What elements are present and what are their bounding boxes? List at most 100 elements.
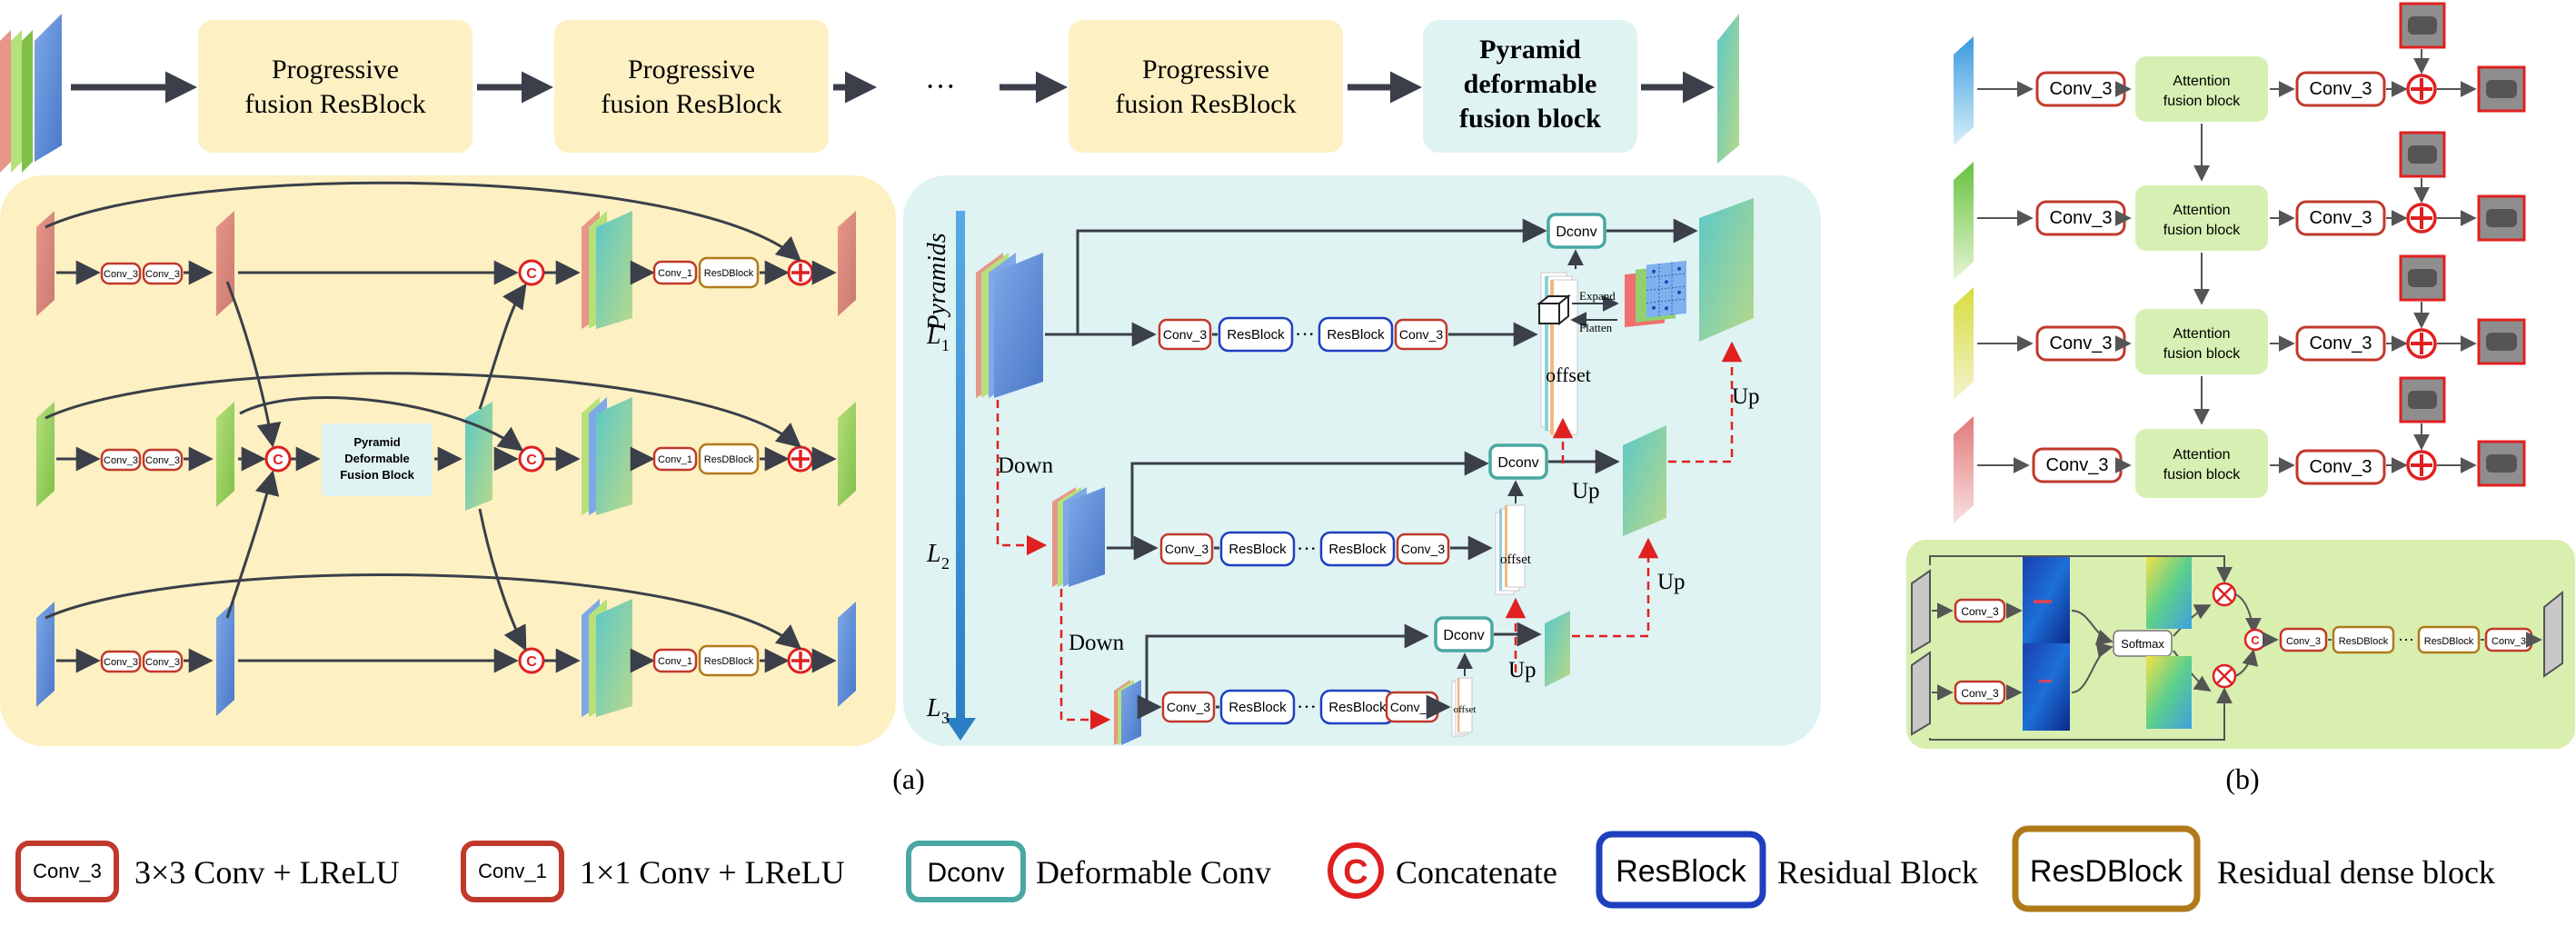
svg-text:Conv_3: Conv_3 bbox=[145, 455, 180, 466]
svg-text:Conv_3: Conv_3 bbox=[104, 269, 138, 280]
offset-label: offset bbox=[1546, 363, 1591, 386]
svg-text:Up: Up bbox=[1657, 570, 1686, 594]
svg-text:Conv_3: Conv_3 bbox=[1165, 542, 1208, 556]
legend-dconv: Dconv Deformable Conv bbox=[906, 841, 1271, 902]
svg-text:Conv_3: Conv_3 bbox=[2050, 79, 2113, 99]
down-label: Down bbox=[998, 453, 1054, 478]
attention-row-1: Conv_3 Attention fusion block Conv_3 bbox=[1954, 2, 2526, 145]
svg-text:ResBlock: ResBlock bbox=[1327, 327, 1385, 343]
svg-text:Conv_3: Conv_3 bbox=[2310, 208, 2372, 228]
svg-text:C: C bbox=[526, 266, 537, 282]
svg-text:C: C bbox=[1343, 853, 1368, 891]
svg-text:fusion block: fusion block bbox=[2163, 94, 2241, 109]
svg-text:3×3 Conv + LReLU: 3×3 Conv + LReLU bbox=[134, 854, 400, 891]
svg-text:Conv_1: Conv_1 bbox=[658, 656, 692, 667]
block-label: fusion block bbox=[1459, 104, 1601, 134]
svg-text:Conv_3: Conv_3 bbox=[145, 657, 180, 668]
svg-text:1: 1 bbox=[941, 336, 950, 354]
svg-text:Conv_1: Conv_1 bbox=[478, 860, 547, 882]
svg-text:Conv_1: Conv_1 bbox=[658, 454, 692, 465]
svg-text:Up: Up bbox=[1508, 658, 1537, 682]
svg-text:Conv_3: Conv_3 bbox=[1167, 700, 1210, 714]
svg-text:Deformable: Deformable bbox=[344, 452, 410, 465]
svg-text:L: L bbox=[926, 540, 941, 568]
block-label: fusion ResBlock bbox=[244, 89, 425, 119]
svg-text:Conv_3: Conv_3 bbox=[1961, 605, 1999, 618]
svg-text:Attention: Attention bbox=[2173, 203, 2230, 218]
block-label: Progressive bbox=[628, 55, 755, 85]
svg-text:Attention: Attention bbox=[2173, 74, 2230, 89]
block-label: Pyramid bbox=[1479, 35, 1581, 65]
svg-text:ResDBlock: ResDBlock bbox=[2424, 636, 2474, 647]
legend-resdblock: ResDBlock Residual dense block bbox=[2012, 825, 2495, 912]
svg-text:···: ··· bbox=[2398, 631, 2414, 649]
svg-text:ResBlock: ResBlock bbox=[1616, 854, 1747, 889]
svg-text:Up: Up bbox=[1572, 479, 1600, 503]
svg-text:Conv_3: Conv_3 bbox=[2046, 455, 2109, 475]
svg-text:Dconv: Dconv bbox=[927, 858, 1004, 888]
svg-text:Dconv: Dconv bbox=[1556, 224, 1596, 240]
svg-text:Expand: Expand bbox=[1579, 289, 1616, 303]
svg-text:Conv_3: Conv_3 bbox=[2310, 79, 2372, 99]
svg-text:Concatenate: Concatenate bbox=[1396, 854, 1557, 891]
svg-text:Attention: Attention bbox=[2173, 326, 2230, 342]
legend-resblock: ResBlock Residual Block bbox=[1596, 831, 1978, 909]
svg-text:3: 3 bbox=[941, 709, 950, 727]
svg-text:Conv_3: Conv_3 bbox=[145, 269, 180, 280]
attention-fusion-panel: Conv_3 Attention fusion block Conv_3 Con… bbox=[1954, 2, 2526, 523]
svg-text:ResDBlock: ResDBlock bbox=[2030, 854, 2183, 889]
svg-text:ResBlock: ResBlock bbox=[1228, 542, 1287, 557]
pyramids-label: Pyramids bbox=[923, 233, 951, 331]
expanded-offset-grids bbox=[1625, 260, 1686, 328]
svg-text:ResBlock: ResBlock bbox=[1328, 700, 1387, 715]
svg-text:fusion block: fusion block bbox=[2163, 467, 2241, 483]
svg-text:1×1 Conv + LReLU: 1×1 Conv + LReLU bbox=[580, 854, 845, 891]
svg-text:Residual dense block: Residual dense block bbox=[2217, 854, 2495, 891]
legend-concatenate: C Concatenate bbox=[1328, 842, 1557, 899]
svg-text:Dconv: Dconv bbox=[1443, 628, 1484, 643]
svg-text:···: ··· bbox=[1297, 695, 1317, 718]
svg-text:offset: offset bbox=[1500, 553, 1532, 567]
svg-text:Conv_3: Conv_3 bbox=[2050, 334, 2113, 353]
svg-text:ResDBlock: ResDBlock bbox=[2339, 636, 2389, 647]
svg-text:offset: offset bbox=[1454, 704, 1477, 715]
attention-row-4: Conv_3 Attention fusion block Conv_3 bbox=[1954, 376, 2526, 523]
svg-text:ResBlock: ResBlock bbox=[1228, 700, 1287, 715]
svg-text:Dconv: Dconv bbox=[1497, 455, 1538, 471]
attention-fusion-detail: Conv_3 Conv_3 Softmax C Conv_3 bbox=[1906, 540, 2575, 749]
progressive-fusion-resblock-1 bbox=[198, 20, 472, 153]
svg-text:Conv_1: Conv_1 bbox=[658, 268, 692, 279]
svg-text:Conv_3: Conv_3 bbox=[33, 860, 102, 882]
up-label: Up bbox=[1732, 384, 1760, 409]
caption-b: (b) bbox=[2225, 762, 2259, 795]
svg-text:Flatten: Flatten bbox=[1579, 321, 1613, 334]
progressive-fusion-resblock-n bbox=[1069, 20, 1343, 153]
caption-a: (a) bbox=[892, 762, 925, 795]
pyramid-deformable-fusion-block bbox=[1423, 20, 1637, 153]
svg-text:Conv_3: Conv_3 bbox=[104, 455, 138, 466]
progressive-fusion-resblock-2 bbox=[554, 20, 829, 153]
svg-text:C: C bbox=[2251, 633, 2260, 647]
block-label: Progressive bbox=[272, 55, 399, 85]
svg-text:C: C bbox=[273, 453, 283, 468]
block-label: Progressive bbox=[1142, 55, 1269, 85]
svg-text:ResBlock: ResBlock bbox=[1227, 327, 1285, 343]
svg-text:2: 2 bbox=[941, 554, 950, 573]
svg-text:Conv_3: Conv_3 bbox=[2491, 636, 2526, 647]
svg-text:ResDBlock: ResDBlock bbox=[704, 656, 754, 667]
legend-conv1: Conv_1 1×1 Conv + LReLU bbox=[461, 841, 845, 902]
pyramid-deformable-detail: Pyramids L 1 L 2 L 3 Conv_3 ResBlock ···… bbox=[903, 175, 1821, 746]
svg-text:Residual Block: Residual Block bbox=[1777, 854, 1978, 891]
svg-text:Conv_3: Conv_3 bbox=[2310, 457, 2372, 477]
svg-text:ResBlock: ResBlock bbox=[1328, 542, 1387, 557]
attention-row-2: Conv_3 Attention fusion block Conv_3 bbox=[1954, 131, 2526, 280]
svg-text:fusion block: fusion block bbox=[2163, 223, 2241, 238]
svg-text:ResDBlock: ResDBlock bbox=[704, 268, 754, 279]
svg-text:C: C bbox=[526, 654, 537, 670]
svg-text:Conv_3: Conv_3 bbox=[2310, 334, 2372, 353]
block-label: fusion ResBlock bbox=[601, 89, 781, 119]
svg-text:Fusion Block: Fusion Block bbox=[340, 468, 414, 482]
svg-text:Softmax: Softmax bbox=[2121, 637, 2164, 651]
svg-text:Conv_3: Conv_3 bbox=[1401, 542, 1445, 556]
